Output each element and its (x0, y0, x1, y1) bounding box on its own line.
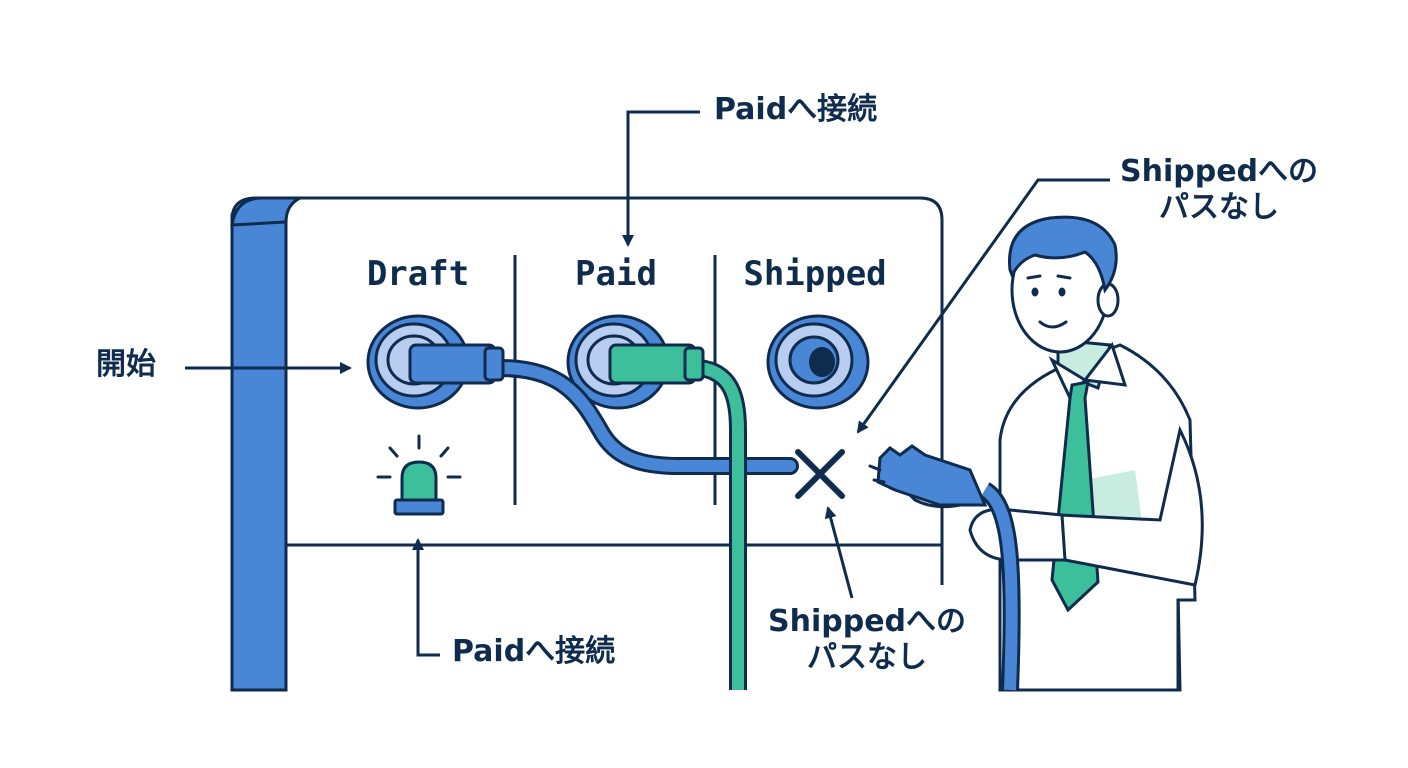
annotation-paid-connect-bottom: Paidへ接続 (452, 634, 616, 669)
slot-label-paid: Paid (575, 254, 657, 294)
annotation-paid-connect-top: Paidへ接続 (714, 92, 878, 127)
annotation-no-path-bottom-line1: Shippedへの (768, 604, 967, 639)
annotation-no-path-bottom-line2: パスなし (807, 640, 928, 675)
annotation-no-path-right-line1: Shippedへの (1120, 154, 1319, 189)
annotation-no-path-bottom: Shippedへの パスなし (768, 604, 966, 676)
slot-label-shipped: Shipped (743, 254, 887, 294)
annotation-arrows (185, 110, 1110, 657)
annotation-start: 開始 (96, 347, 156, 382)
cable-paid (608, 343, 747, 690)
cable-draft (408, 343, 799, 475)
annotation-no-path-right: Shippedへの パスなし (1120, 154, 1318, 226)
slot-label-draft: Draft (366, 254, 470, 294)
annotation-no-path-right-line2: パスなし (1159, 190, 1280, 225)
socket-shipped (766, 314, 870, 410)
no-path-x-mark (795, 449, 845, 499)
status-light-icon (376, 434, 462, 516)
person-illustration (868, 215, 1204, 692)
